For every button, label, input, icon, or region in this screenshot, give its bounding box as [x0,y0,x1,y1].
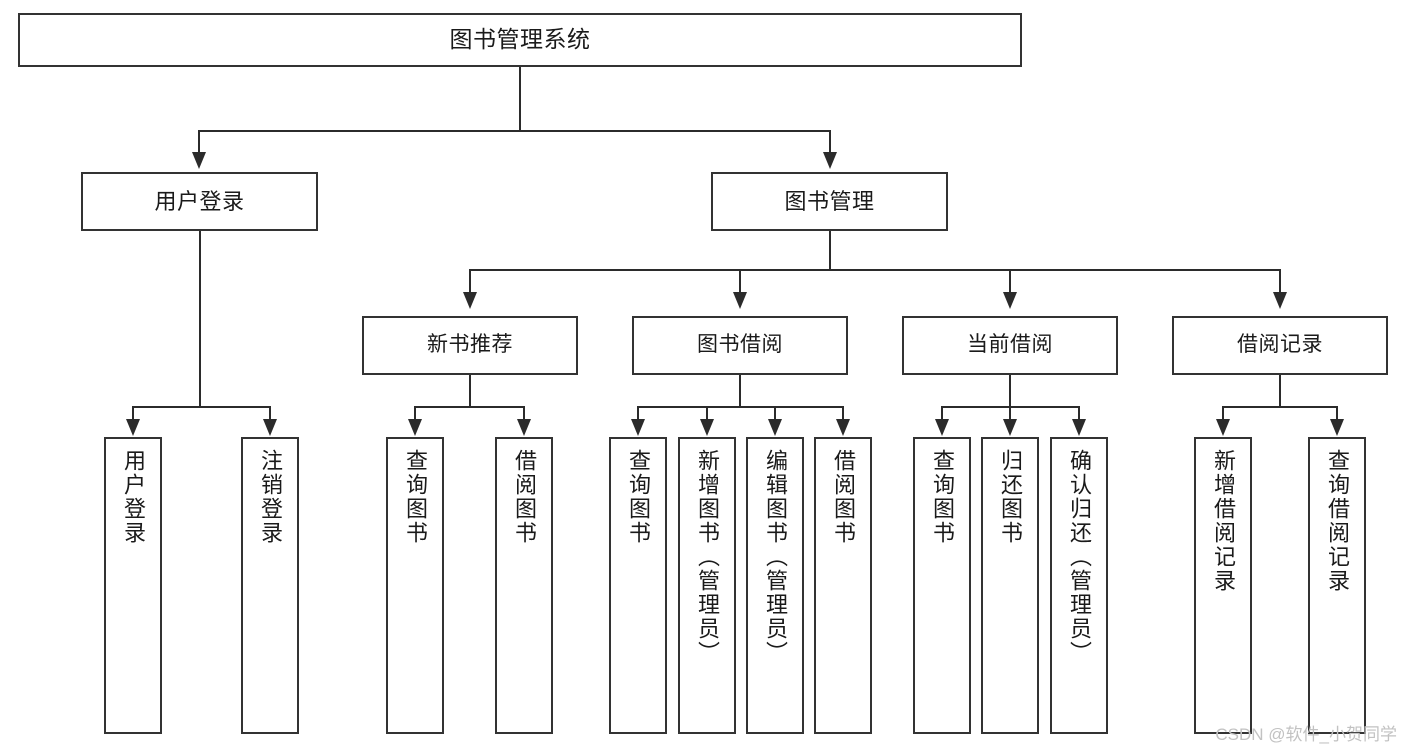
node-user-login[interactable]: 用户登录 [81,172,318,231]
node-label: 查询图书 [403,449,428,545]
node-label: 图书管理 [784,188,875,214]
leaf-br-add-record[interactable]: 新增借阅记录 [1194,437,1252,734]
leaf-bb-borrow-book[interactable]: 借阅图书 [814,437,872,734]
edge-nbr-drop-2 [523,406,525,420]
edge-user-login-bus [132,406,270,408]
node-label: 新书推荐 [427,333,513,357]
arrowhead-new-book-recommend [463,292,477,309]
edge-book-management-stem [829,231,831,270]
edge-bb-drop-3 [774,406,776,420]
edge-cb-drop-1 [941,406,943,420]
edge-br-bus [1222,406,1337,408]
edge-nbr-drop-1 [414,406,416,420]
arrowhead-leaf-cb-confirm-return [1072,419,1086,436]
node-label: 查询图书 [626,449,651,545]
edge-bb-bus [637,406,843,408]
edge-br-drop-2 [1336,406,1338,420]
leaf-cb-query-book[interactable]: 查询图书 [913,437,971,734]
node-label: 新增借阅记录 [1211,449,1236,593]
node-current-borrow[interactable]: 当前借阅 [902,316,1118,375]
node-label: 注销登录 [258,449,283,545]
edge-root-stem [519,67,521,130]
edge-bb-drop-1 [637,406,639,420]
arrowhead-leaf-cb-query-book [935,419,949,436]
edge-bb-drop-2 [706,406,708,420]
node-label: 当前借阅 [967,333,1053,357]
edge-br-drop-1 [1222,406,1224,420]
node-book-management[interactable]: 图书管理 [711,172,948,231]
arrowhead-book-management [823,152,837,169]
edge-cb-stem [1009,375,1011,407]
arrowhead-current-borrow [1003,292,1017,309]
edge-book-management-bus [469,269,1280,271]
edge-nbr-stem [469,375,471,407]
edge-br-stem [1279,375,1281,407]
arrowhead-leaf-nbr-borrow-book [517,419,531,436]
node-label: 图书借阅 [697,333,783,357]
arrowhead-book-borrow [733,292,747,309]
arrowhead-leaf-bb-borrow-book [836,419,850,436]
edge-cb-drop-2 [1009,406,1011,420]
arrowhead-leaf-bb-query-book [631,419,645,436]
node-book-borrow[interactable]: 图书借阅 [632,316,848,375]
node-label: 图书管理系统 [449,26,591,53]
arrowhead-leaf-bb-edit-book [768,419,782,436]
edge-bm-drop-3 [1009,269,1011,293]
leaf-nbr-borrow-book[interactable]: 借阅图书 [495,437,553,734]
edge-cb-drop-3 [1078,406,1080,420]
edge-bb-drop-4 [842,406,844,420]
node-label: 用户登录 [121,449,146,545]
arrowhead-leaf-user-login [126,419,140,436]
node-label: 编辑图书（管理员） [763,449,788,665]
leaf-nbr-query-book[interactable]: 查询图书 [386,437,444,734]
arrowhead-leaf-cb-return-book [1003,419,1017,436]
leaf-br-query-record[interactable]: 查询借阅记录 [1308,437,1366,734]
edge-user-login-drop-1 [132,406,134,420]
edge-bm-drop-1 [469,269,471,293]
node-label: 借阅记录 [1237,333,1323,357]
leaf-bb-edit-book[interactable]: 编辑图书（管理员） [746,437,804,734]
node-borrow-record[interactable]: 借阅记录 [1172,316,1388,375]
arrowhead-leaf-logout [263,419,277,436]
leaf-bb-add-book[interactable]: 新增图书（管理员） [678,437,736,734]
leaf-cb-confirm-return[interactable]: 确认归还（管理员） [1050,437,1108,734]
leaf-cb-return-book[interactable]: 归还图书 [981,437,1039,734]
node-new-book-recommend[interactable]: 新书推荐 [362,316,578,375]
edge-root-to-book-management [829,130,831,153]
arrowhead-user-login [192,152,206,169]
edge-root-bus [198,130,830,132]
node-label: 用户登录 [154,188,245,214]
leaf-logout[interactable]: 注销登录 [241,437,299,734]
arrowhead-leaf-br-add-record [1216,419,1230,436]
arrowhead-borrow-record [1273,292,1287,309]
arrowhead-leaf-br-query-record [1330,419,1344,436]
edge-bm-drop-4 [1279,269,1281,293]
node-label: 归还图书 [998,449,1023,545]
edge-user-login-stem [199,231,201,407]
node-book-management-system[interactable]: 图书管理系统 [18,13,1022,67]
arrowhead-leaf-bb-add-book [700,419,714,436]
node-label: 查询借阅记录 [1325,449,1350,593]
edge-bb-stem [739,375,741,407]
edge-root-to-user-login [198,130,200,153]
node-label: 借阅图书 [831,449,856,545]
edge-bm-drop-2 [739,269,741,293]
leaf-bb-query-book[interactable]: 查询图书 [609,437,667,734]
leaf-user-login[interactable]: 用户登录 [104,437,162,734]
edge-nbr-bus [414,406,524,408]
node-label: 新增图书（管理员） [695,449,720,665]
node-label: 查询图书 [930,449,955,545]
node-label: 借阅图书 [512,449,537,545]
edge-user-login-drop-2 [269,406,271,420]
node-label: 确认归还（管理员） [1067,449,1092,665]
arrowhead-leaf-nbr-query-book [408,419,422,436]
